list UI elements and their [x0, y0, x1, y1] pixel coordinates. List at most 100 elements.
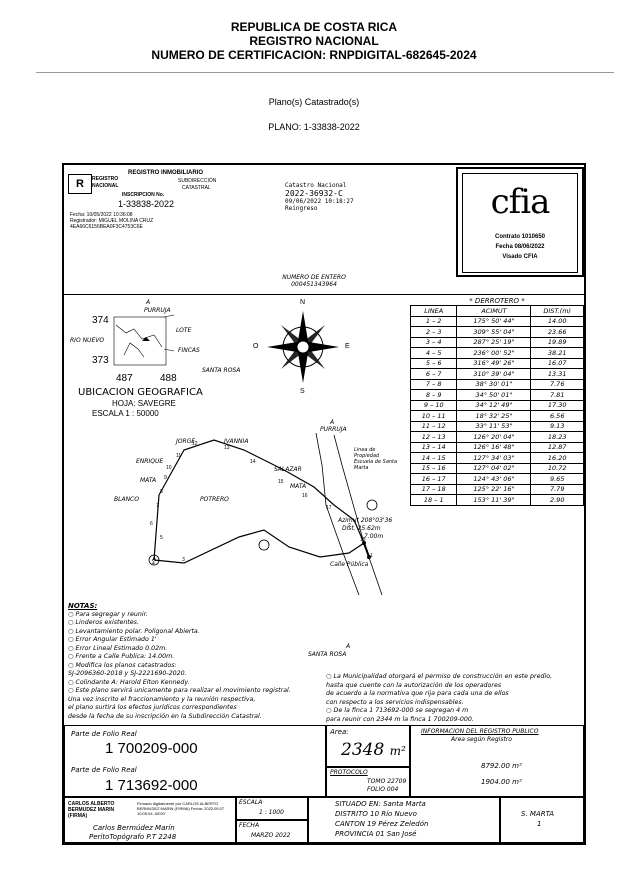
registro-info-area-2: 1904.00 m² [481, 778, 522, 786]
note-item: SJ-2096360-2018 y SJ-2221690-2020. [68, 670, 187, 677]
note-item: ○ Error Angular Estimado 1' [68, 636, 157, 643]
derrotero-cell: 1 – 2 [409, 315, 458, 327]
compass-n: N [300, 299, 306, 306]
note-item: ○ Colindante A: Harold Elton Kennedy. [68, 678, 190, 686]
registry-stamp: R REGISTRO NACIONAL REGISTRO INMOBILIARI… [68, 168, 228, 230]
derrotero-cell: 126° 20' 04" [456, 431, 532, 443]
derrotero-cell: 125° 22' 16" [456, 483, 532, 495]
derrotero-cell: 127° 04' 02" [456, 462, 532, 474]
compass-rose-icon [267, 311, 339, 383]
stamp-org-2: NACIONAL [92, 183, 119, 189]
derrotero-cell: 38° 30' 01" [456, 378, 532, 390]
location-map-drawing [113, 314, 175, 366]
escala-label: ESCALA [239, 799, 263, 806]
plot-ivannia: IVANNIA [224, 438, 249, 445]
note-item: ○ Para segregar y reunir. [68, 610, 148, 618]
note-item: ○ Frente a Calle Publica: 14.00m. [68, 653, 175, 660]
registro-info-title: INFORMACION DEL REGISTRO PUBLICO [421, 728, 539, 735]
derrotero-cell: 7.79 [530, 483, 584, 495]
derrotero-title: * DERROTERO * [469, 297, 525, 305]
derrotero-cell: 236° 00' 52" [456, 347, 532, 359]
registro-info-area-1: 8792.00 m² [481, 762, 522, 770]
note-item: el plano surtirá los efectos jurídicos c… [68, 704, 237, 711]
derrotero-header: ACIMUT [456, 305, 532, 317]
plot-point-label: 15 [278, 479, 284, 485]
notes-left: NOTAS: ○ Para segregar y reunir.○ Linder… [68, 602, 291, 721]
derrotero-cell: 18.23 [530, 431, 584, 443]
derrotero-cell: 18 – 1 [409, 494, 458, 506]
fecha-value: MARZO 2022 [251, 832, 291, 839]
loc-santa-rosa: SANTA ROSA [202, 367, 241, 374]
plot-area: A PURRUJA JORGE IVANNIA ENRIQUE SALAZAR … [64, 419, 408, 600]
section-title: Plano(s) Catastrado(s) [268, 97, 360, 107]
plot-point-label: 10 [166, 465, 172, 471]
derrotero-cell: 2.90 [530, 494, 584, 506]
registro-info-block: INFORMACION DEL REGISTRO PUBLICO Area se… [410, 725, 584, 797]
folio2-number: 1 713692-000 [105, 777, 198, 794]
plot-point-label: 3 [182, 557, 185, 563]
derrotero-cell: 16 – 17 [409, 473, 458, 485]
signature-digital: Firmado digitalmente por CARLOS ALBERTO … [137, 801, 225, 816]
sheet-block: S. MARTA 1 [500, 797, 584, 843]
plot-linea-propiedad: Linea de Propiedad Escuela de Santa Mart… [354, 447, 398, 471]
loc-lote: LOTE [176, 327, 192, 334]
plot-point-label: 13 [224, 445, 230, 451]
derrotero-cell: 19.89 [530, 336, 584, 348]
stamp-hash: 4EA66C6156BEA0F3C4753C6E [70, 224, 143, 230]
area-block: Area: 2348 m² [326, 725, 410, 767]
plot-mata-1: MATA [140, 477, 157, 484]
plot-point-label: 11 [176, 453, 182, 459]
note-item: ○ Modifica los planos catastrados: [68, 661, 177, 669]
note-item: ○ Este plano servirá unicamente para rea… [68, 687, 291, 694]
catastro-block: Catastro Nacional 2022-36932-C 09/06/202… [285, 182, 354, 212]
loc-grid-374: 374 [92, 315, 109, 326]
plot-potrero: POTRERO [200, 496, 229, 503]
registro-logo: R [68, 174, 92, 194]
derrotero-cell: 7.81 [530, 389, 584, 401]
derrotero-cell: 3 – 4 [409, 336, 458, 348]
derrotero-cell: 9 – 10 [409, 399, 458, 411]
derrotero-cell: 13.31 [530, 368, 584, 380]
derrotero-cell: 310° 39' 04" [456, 368, 532, 380]
stamp-fecha: Fecha: 10/05/2022 10:36:08 [70, 212, 133, 218]
compass-o: O [253, 343, 259, 350]
stamp-title: REGISTRO INMOBILIARIO [128, 170, 203, 176]
loc-fincas: FINCAS [178, 347, 200, 354]
header-line-2: REGISTRO NACIONAL [249, 34, 379, 48]
derrotero-cell: 34° 12' 49" [456, 399, 532, 411]
derrotero-cell: 10.72 [530, 462, 584, 474]
escala-block: ESCALA 1 : 1000 [236, 797, 308, 820]
plot-point-label: 8 [160, 489, 163, 495]
protocolo-block: PROTOCOLO TOMO 22709 FOLIO 004 [326, 767, 410, 797]
situado-line-3: CANTON 19 Pérez Zeledón [335, 820, 429, 828]
signature-block: CARLOS ALBERTO BERMUDEZ MARIN (FIRMA) Fi… [64, 797, 236, 843]
loc-escala: ESCALA 1 : 50000 [92, 409, 159, 418]
catastro-label: Catastro Nacional [285, 182, 347, 189]
derrotero-cell: 15 – 16 [409, 462, 458, 474]
derrotero-cell: 16.07 [530, 357, 584, 369]
catastro-status: Reingreso [285, 205, 318, 212]
folio-block: Parte de Folio Real 1 700209-000 Parte d… [64, 725, 326, 797]
derrotero-cell: 16.20 [530, 452, 584, 464]
header-divider [36, 72, 614, 73]
note-item: ○ Levantamiento polar. Poligonal Abierta… [68, 627, 200, 635]
derrotero-cell: 5 – 6 [409, 357, 458, 369]
protocolo-folio: FOLIO 004 [367, 786, 399, 793]
derrotero-cell: 14.00 [530, 315, 584, 327]
compass: N S O E [253, 299, 350, 395]
loc-grid-487: 487 [116, 373, 133, 384]
plot-point-label: 17 [326, 505, 332, 511]
note-item: ○ Error Lineal Estimado 0.02m. [68, 644, 168, 652]
plot-point-label: 16 [302, 493, 308, 499]
plot-azimut: Azimut 208°03'36 [338, 517, 393, 524]
situado-line-4: PROVINCIA 01 San José [335, 830, 417, 838]
plot-point-label: 7 [156, 503, 159, 509]
compass-e: E [345, 343, 350, 350]
derrotero-cell: 9.13 [530, 420, 584, 432]
